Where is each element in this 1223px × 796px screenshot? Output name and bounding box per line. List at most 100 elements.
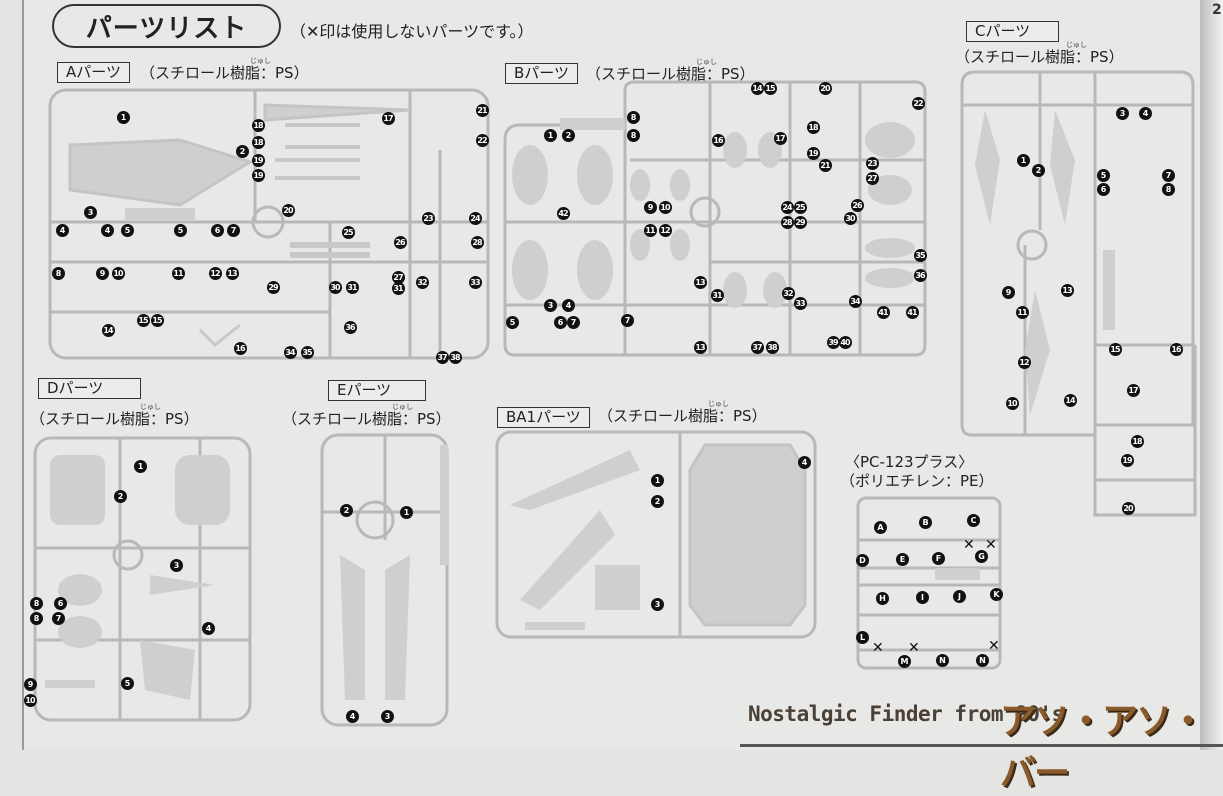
part-number-badge: 1 — [650, 473, 664, 487]
part-number-badge: 7 — [226, 223, 240, 237]
runner-ba1 — [495, 430, 817, 639]
part-number-badge: 21 — [818, 158, 832, 172]
ruby-a: じゅし — [250, 57, 271, 65]
part-number-badge: 38 — [765, 340, 779, 354]
part-number-badge: 18 — [251, 135, 265, 149]
part-number-badge: 19 — [251, 153, 265, 167]
part-number-badge: 13 — [1060, 283, 1074, 297]
part-number-badge: M — [897, 654, 911, 668]
part-number-badge: A — [873, 520, 887, 534]
part-number-badge: 18 — [1130, 434, 1144, 448]
part-number-badge: 11 — [171, 266, 185, 280]
part-number-badge: 4 — [1138, 106, 1152, 120]
part-number-badge: 10 — [23, 693, 37, 707]
part-number-badge: 15 — [136, 313, 150, 327]
part-number-badge: 17 — [381, 111, 395, 125]
part-number-badge: 31 — [391, 281, 405, 295]
part-number-badge: 1 — [133, 459, 147, 473]
part-number-badge: 9 — [1001, 285, 1015, 299]
part-number-badge: 39 — [826, 335, 840, 349]
unused-part-x-mark: ✕ — [963, 537, 975, 553]
part-number-badge: 12 — [1017, 355, 1031, 369]
part-number-badge: 33 — [468, 275, 482, 289]
part-number-badge: 30 — [328, 280, 342, 294]
part-number-badge: 25 — [341, 225, 355, 239]
part-number-badge: 5 — [120, 676, 134, 690]
section-label-ba1: BA1パーツ — [497, 407, 590, 428]
part-number-badge: 16 — [711, 133, 725, 147]
part-number-badge: 3 — [543, 298, 557, 312]
part-number-badge: 4 — [345, 709, 359, 723]
section-spec-a: （スチロール樹脂：PS） — [140, 64, 309, 82]
part-number-badge: 19 — [806, 146, 820, 160]
runner-e — [320, 433, 449, 727]
part-number-badge: 16 — [1169, 342, 1183, 356]
part-number-badge: 8 — [626, 110, 640, 124]
part-number-badge: 7 — [566, 315, 580, 329]
part-number-badge: 7 — [51, 611, 65, 625]
part-number-badge: 27 — [865, 171, 879, 185]
part-number-badge: 28 — [780, 215, 794, 229]
part-number-badge: 2 — [113, 489, 127, 503]
part-number-badge: 37 — [435, 350, 449, 364]
page-edge — [1200, 0, 1223, 750]
section-label-b: Bパーツ — [505, 63, 578, 84]
part-number-badge: 2 — [1031, 163, 1045, 177]
part-number-badge: E — [895, 552, 909, 566]
part-number-badge: 35 — [300, 345, 314, 359]
part-number-badge: 31 — [345, 280, 359, 294]
part-number-badge: 5 — [120, 223, 134, 237]
part-number-badge: 6 — [1096, 182, 1110, 196]
part-number-badge: 8 — [29, 596, 43, 610]
part-number-badge: 22 — [475, 133, 489, 147]
part-number-badge: 9 — [643, 200, 657, 214]
part-number-badge: 1 — [399, 505, 413, 519]
part-number-badge: 27 — [391, 270, 405, 284]
part-number-badge: 14 — [101, 323, 115, 337]
section-label-d: Dパーツ — [38, 378, 141, 399]
part-number-badge: 1 — [1016, 153, 1030, 167]
part-number-badge: 10 — [111, 266, 125, 280]
section-label-c: Cパーツ — [966, 21, 1059, 42]
part-number-badge: H — [875, 591, 889, 605]
part-number-badge: 28 — [470, 235, 484, 249]
part-number-badge: 2 — [561, 128, 575, 142]
part-number-badge: 16 — [233, 341, 247, 355]
part-number-badge: G — [974, 549, 988, 563]
runner-a — [48, 88, 490, 360]
part-number-badge: 20 — [818, 81, 832, 95]
part-number-badge: 2 — [235, 144, 249, 158]
part-number-badge: 9 — [95, 266, 109, 280]
runner-pc — [856, 496, 1002, 670]
part-number-badge: 37 — [750, 340, 764, 354]
part-number-badge: B — [918, 515, 932, 529]
section-spec-e: （スチロール樹脂：PS） — [282, 410, 451, 428]
part-number-badge: 6 — [553, 315, 567, 329]
runner-d — [33, 436, 252, 722]
part-number-badge: 7 — [1161, 168, 1175, 182]
part-number-badge: 3 — [380, 709, 394, 723]
part-number-badge: I — [915, 590, 929, 604]
part-number-badge: 12 — [208, 266, 222, 280]
part-number-badge: 17 — [1126, 383, 1140, 397]
part-number-badge: 3 — [169, 558, 183, 572]
part-number-badge: 1 — [116, 110, 130, 124]
part-number-badge: 41 — [876, 305, 890, 319]
part-number-badge: 14 — [1063, 393, 1077, 407]
part-number-badge: 38 — [448, 350, 462, 364]
unused-part-x-mark: ✕ — [872, 640, 884, 656]
part-number-badge: 4 — [797, 455, 811, 469]
part-number-badge: 3 — [83, 205, 97, 219]
ruby-d: じゅし — [140, 403, 161, 411]
part-number-badge: 20 — [281, 203, 295, 217]
part-number-badge: 1 — [543, 128, 557, 142]
part-number-badge: 36 — [343, 320, 357, 334]
part-number-badge: 29 — [793, 215, 807, 229]
part-number-badge: 10 — [658, 200, 672, 214]
part-number-badge: 8 — [51, 266, 65, 280]
part-number-badge: 5 — [173, 223, 187, 237]
part-number-badge: 8 — [1161, 182, 1175, 196]
part-number-badge: 2 — [339, 503, 353, 517]
part-number-badge: 20 — [1121, 501, 1135, 515]
part-number-badge: 4 — [561, 298, 575, 312]
